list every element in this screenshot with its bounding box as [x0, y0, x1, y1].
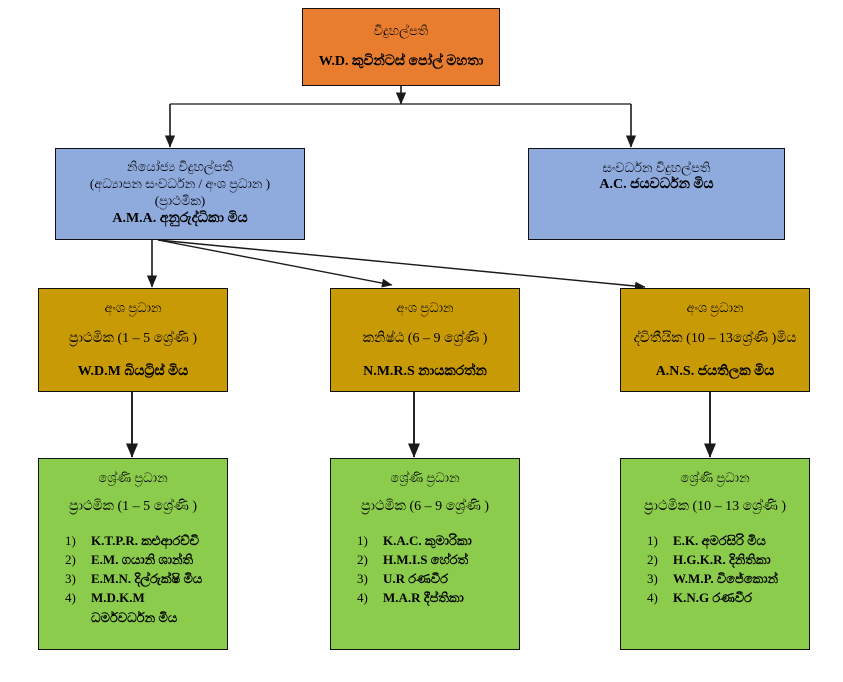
section-primary-person: W.D.M බියට්‍රිස් මිය: [77, 363, 189, 379]
list-item: M.D.K.M ධර්මවර්ධන මිය: [65, 588, 221, 626]
grade-junior-role: ශ්‍රේණි ප්‍රධාන: [390, 470, 460, 485]
staff-name: K.A.C. කුමාරිකා: [383, 532, 472, 548]
staff-name: M.A.R දීප්තිකා: [383, 590, 464, 606]
staff-name: H.M.I.S හේරත්: [383, 551, 469, 567]
development-deputy-role: සංවර්ධන විදුහල්පති: [602, 160, 711, 175]
grade-primary-staff-list: K.T.P.R. කළුආරච්චි E.M. ගයානි ශාන්ති E.M…: [39, 531, 227, 627]
connector-deputy-to-section-senior: [157, 239, 646, 291]
section-junior-scope: කනිෂ්ඨ (6 – 9 ශ්‍රේණි ): [362, 331, 488, 347]
grade-primary-scope: ප්‍රාථමික (1 – 5 ශ්‍රේණි ): [68, 499, 198, 515]
principal-role: විදුහල්පති: [373, 23, 429, 39]
node-grade-head-primary[interactable]: ශ්‍රේණි ප්‍රධාන ප්‍රාථමික (1 – 5 ශ්‍රේණි…: [38, 458, 228, 650]
connector-deputy-to-section-junior: [157, 239, 393, 288]
list-item: M.A.R දීප්තිකා: [357, 588, 513, 607]
staff-name: M.D.K.M: [91, 590, 145, 606]
grade-junior-staff-list: K.A.C. කුමාරිකා H.M.I.S හේරත් U.R රණවීර …: [331, 531, 519, 608]
list-item: K.T.P.R. කළුආරච්චි: [65, 531, 221, 550]
section-primary-role: අංශ ප්‍රධාන: [104, 300, 162, 315]
development-deputy-person: A.C. ජයවර්ධන මිය: [599, 177, 714, 193]
node-deputy-principal[interactable]: නියෝජ්‍ය විදුහල්පති (අධ්‍යාපන සංවර්ධන / …: [55, 148, 305, 240]
grade-senior-staff-list: E.K. අමරසිරි මිය H.G.K.R. දිනිතිකා W.M.P…: [621, 531, 809, 608]
staff-name: E.M.N. දිල්රුක්ෂි මිය: [91, 571, 203, 587]
grade-junior-scope: ප්‍රාථමික (6 – 9 ශ්‍රේණි ): [360, 499, 490, 515]
node-grade-head-junior[interactable]: ශ්‍රේණි ප්‍රධාන ප්‍රාථමික (6 – 9 ශ්‍රේණි…: [330, 458, 520, 650]
list-item: W.M.P. විජේකොන්: [647, 569, 803, 588]
section-senior-role: අංශ ප්‍රධාන: [686, 300, 744, 315]
list-item: E.K. අමරසිරි මිය: [647, 531, 803, 550]
staff-name: U.R රණවීර: [383, 571, 448, 587]
section-senior-scope: ද්විතීයික (10 – 13ශ්‍රේණි )මිය: [633, 331, 797, 347]
deputy-principal-scope-secondary: (ප්‍රාථමික): [154, 192, 206, 208]
node-section-head-junior[interactable]: අංශ ප්‍රධාන කනිෂ්ඨ (6 – 9 ශ්‍රේණි ) N.M.…: [330, 288, 520, 392]
node-principal[interactable]: විදුහල්පති W.D. කුවින්ටස් පෝල් මහතා: [302, 8, 500, 86]
grade-senior-role: ශ්‍රේණි ප්‍රධාන: [680, 470, 750, 485]
node-section-head-primary[interactable]: අංශ ප්‍රධාන ප්‍රාථමික (1 – 5 ශ්‍රේණි ) W…: [38, 288, 228, 392]
staff-name: E.M. ගයානි ශාන්ති: [91, 551, 194, 567]
list-item: E.M. ගයානි ශාන්ති: [65, 550, 221, 569]
deputy-principal-role: නියෝජ්‍ය විදුහල්පති: [126, 159, 234, 174]
list-item: H.G.K.R. දිනිතිකා: [647, 550, 803, 569]
node-grade-head-senior[interactable]: ශ්‍රේණි ප්‍රධාන ප්‍රාථමික (10 – 13 ශ්‍රේ…: [620, 458, 810, 650]
staff-name: E.K. අමරසිරි මිය: [673, 532, 766, 548]
staff-name: K.T.P.R. කළුආරච්චි: [91, 532, 200, 548]
deputy-principal-scope: (අධ්‍යාපන සංවර්ධන / අංශ ප්‍රධාන ): [89, 175, 271, 191]
staff-name: W.M.P. විජේකොන්: [673, 571, 779, 587]
list-item: U.R රණවීර: [357, 569, 513, 588]
list-item: K.A.C. කුමාරිකා: [357, 531, 513, 550]
section-junior-person: N.M.R.S නායකරත්න: [363, 363, 487, 379]
node-development-deputy[interactable]: සංවර්ධන විදුහල්පති A.C. ජයවර්ධන මිය: [528, 148, 785, 240]
grade-primary-role: ශ්‍රේණි ප්‍රධාන: [98, 470, 168, 485]
deputy-principal-person: A.M.A. අනුරුද්ධිකා මිය: [112, 210, 248, 226]
section-primary-scope: ප්‍රාථමික (1 – 5 ශ්‍රේණි ): [68, 331, 198, 347]
list-item: H.M.I.S හේරත්: [357, 550, 513, 569]
staff-name: H.G.K.R. දිනිතිකා: [673, 551, 771, 567]
section-senior-person: A.N.S. ජයතිලක මිය: [655, 363, 775, 379]
staff-name: K.N.G රණවීර: [673, 590, 753, 606]
principal-person: W.D. කුවින්ටස් පෝල් මහතා: [318, 54, 484, 70]
grade-senior-scope: ප්‍රාථමික (10 – 13 ශ්‍රේණි ): [643, 499, 787, 515]
node-section-head-senior[interactable]: අංශ ප්‍රධාන ද්විතීයික (10 – 13ශ්‍රේණි )ම…: [620, 288, 810, 392]
list-item: E.M.N. දිල්රුක්ෂි මිය: [65, 569, 221, 588]
staff-name-continuation: ධර්මවර්ධන මිය: [91, 609, 178, 625]
section-junior-role: අංශ ප්‍රධාන: [396, 300, 454, 315]
list-item: K.N.G රණවීර: [647, 588, 803, 607]
